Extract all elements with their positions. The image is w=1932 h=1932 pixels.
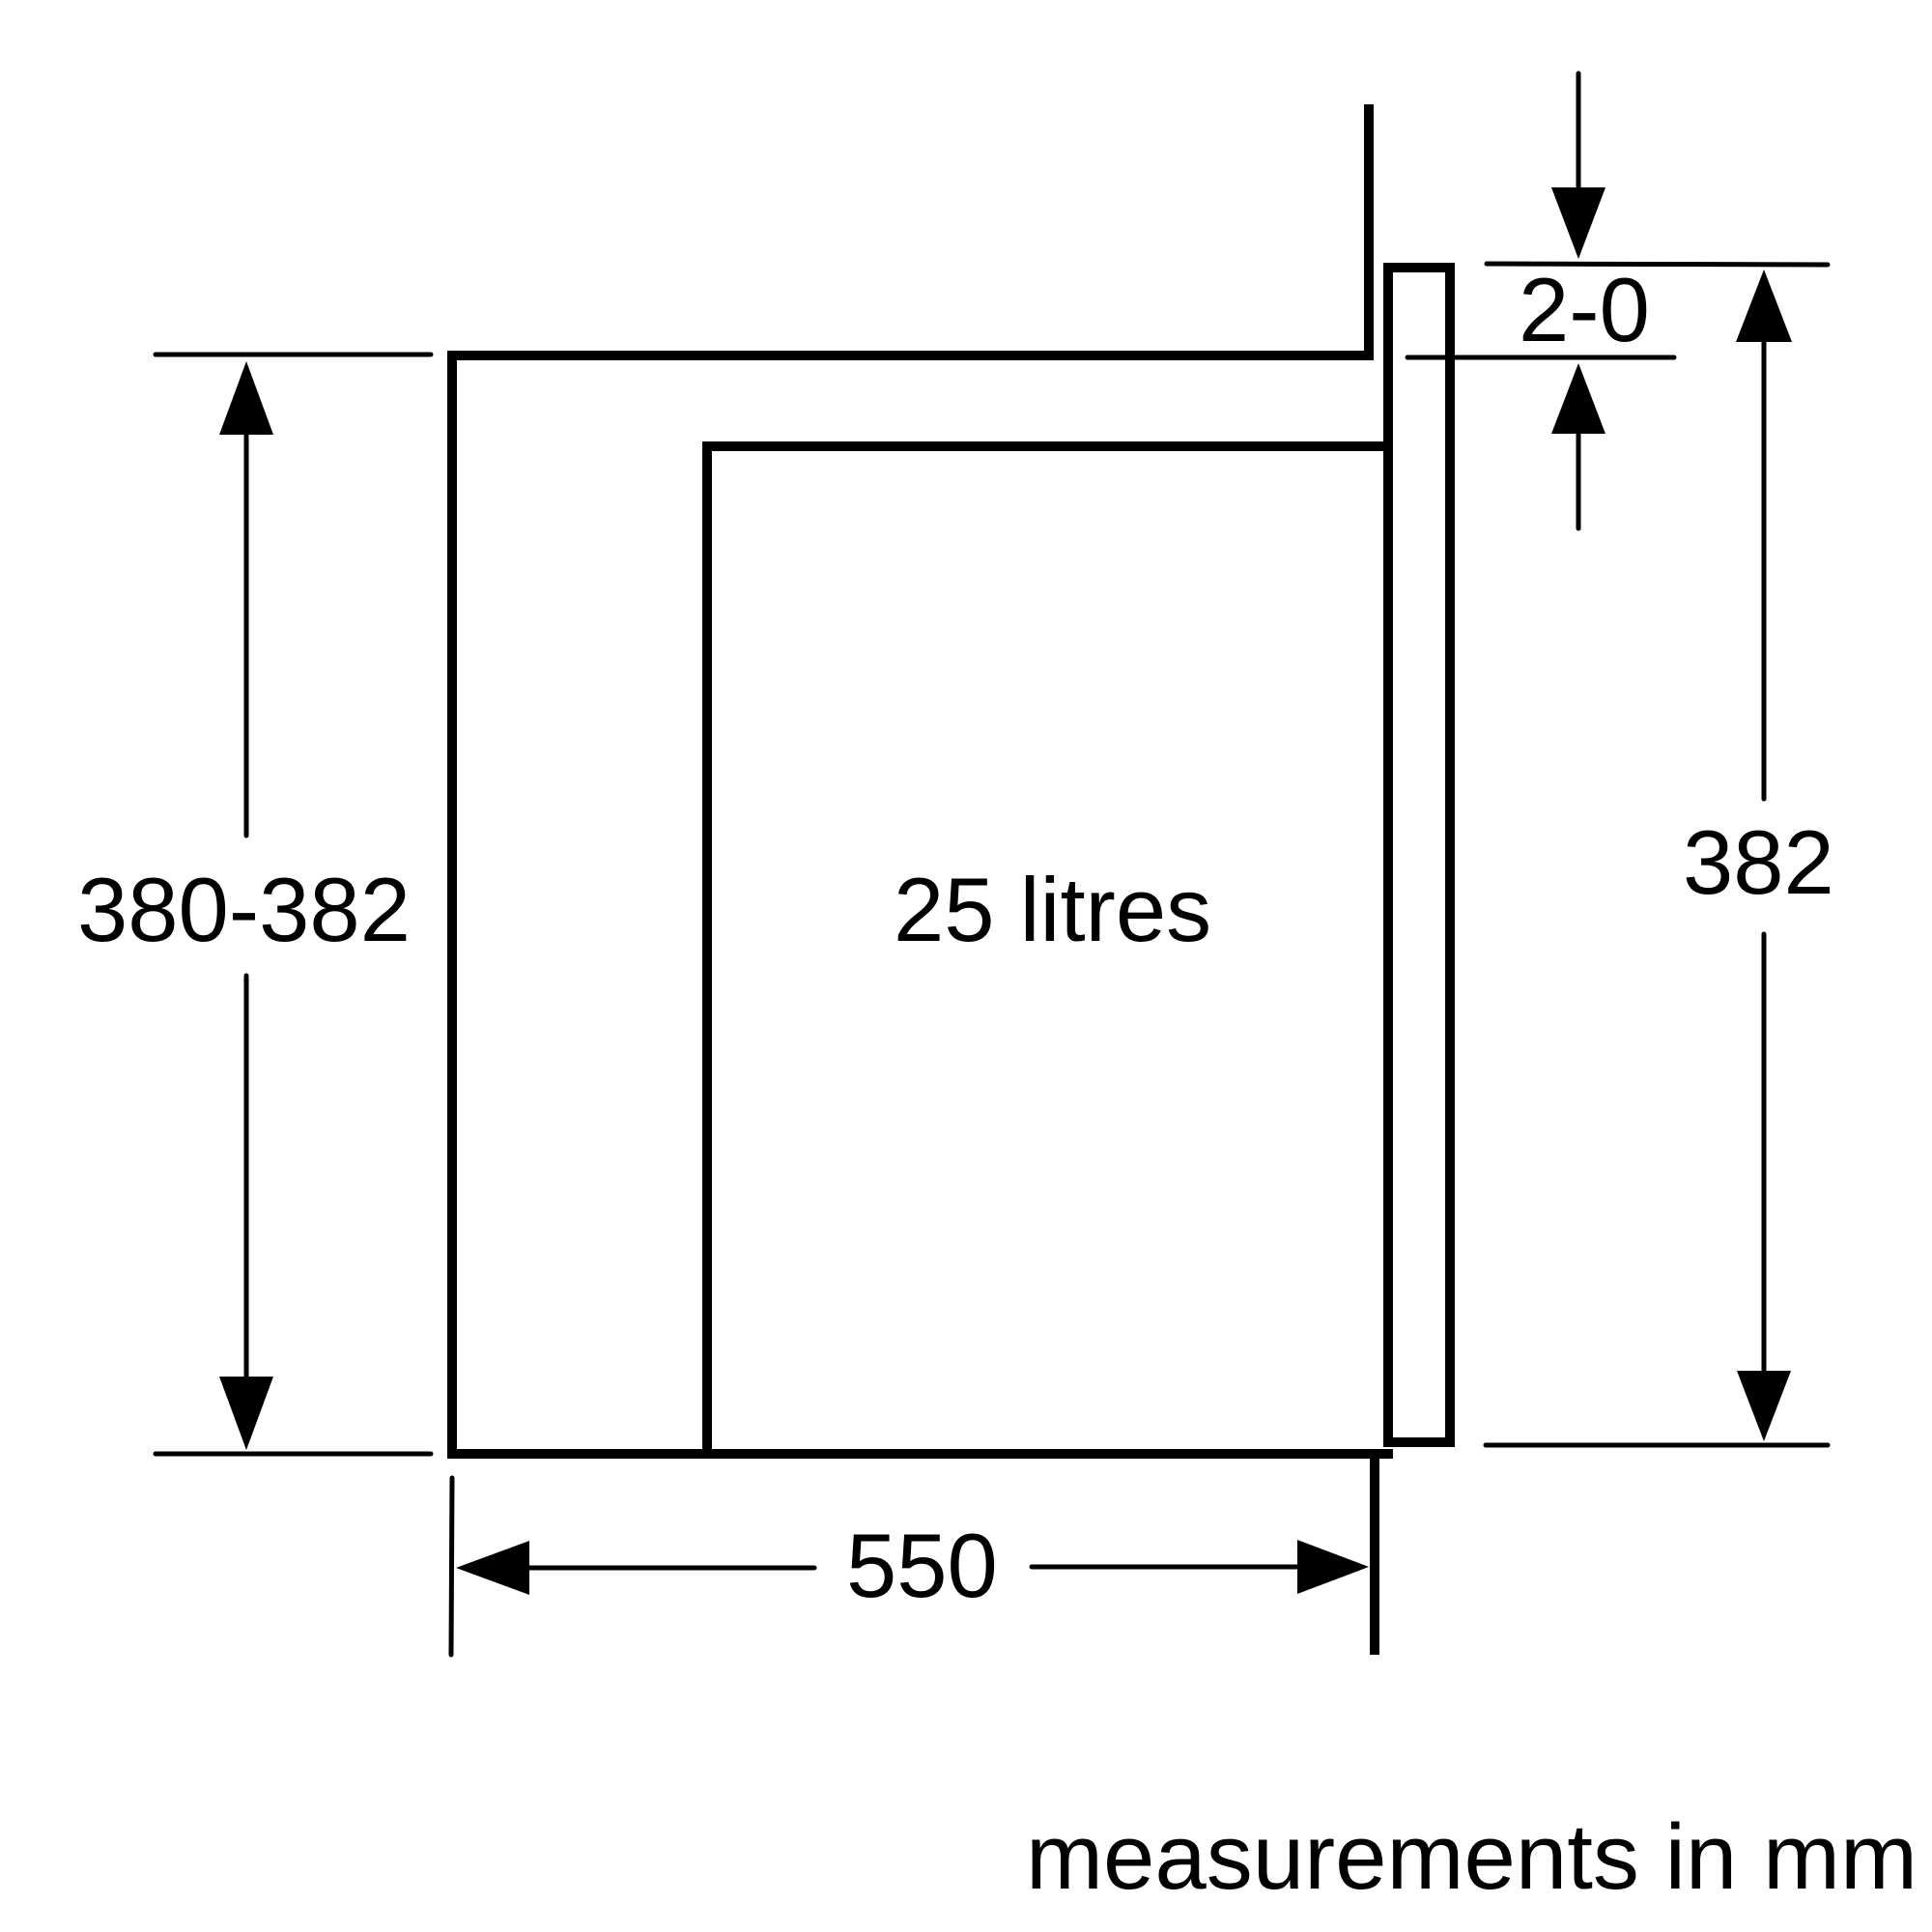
arrow-right-icon [1297, 1540, 1369, 1594]
dimension-top-offset [1405, 71, 1831, 531]
arrow-down-icon [219, 1377, 273, 1450]
arrow-up-icon [1736, 270, 1792, 342]
dimension-niche-height [153, 352, 434, 1457]
depth-label: 550 [846, 1515, 998, 1616]
appliance-body [702, 441, 1388, 1454]
niche-height-label: 380-382 [77, 859, 411, 960]
niche-outline [447, 104, 1393, 1459]
arrow-up-icon [1551, 363, 1605, 434]
arrow-left-icon [456, 1541, 529, 1595]
units-footnote: measurements in mm [1026, 1805, 1918, 1909]
appliance-height-label: 382 [1683, 811, 1834, 913]
arrow-down-icon [1737, 1371, 1791, 1441]
top-offset-label: 2-0 [1519, 259, 1650, 360]
dimension-appliance-height [1483, 270, 1831, 1448]
appliance-door-panel [1383, 263, 1455, 1447]
capacity-label: 25 litres [894, 859, 1212, 960]
arrow-up-icon [219, 361, 273, 435]
dimension-depth [448, 1454, 1379, 1658]
arrow-down-icon [1551, 187, 1605, 259]
